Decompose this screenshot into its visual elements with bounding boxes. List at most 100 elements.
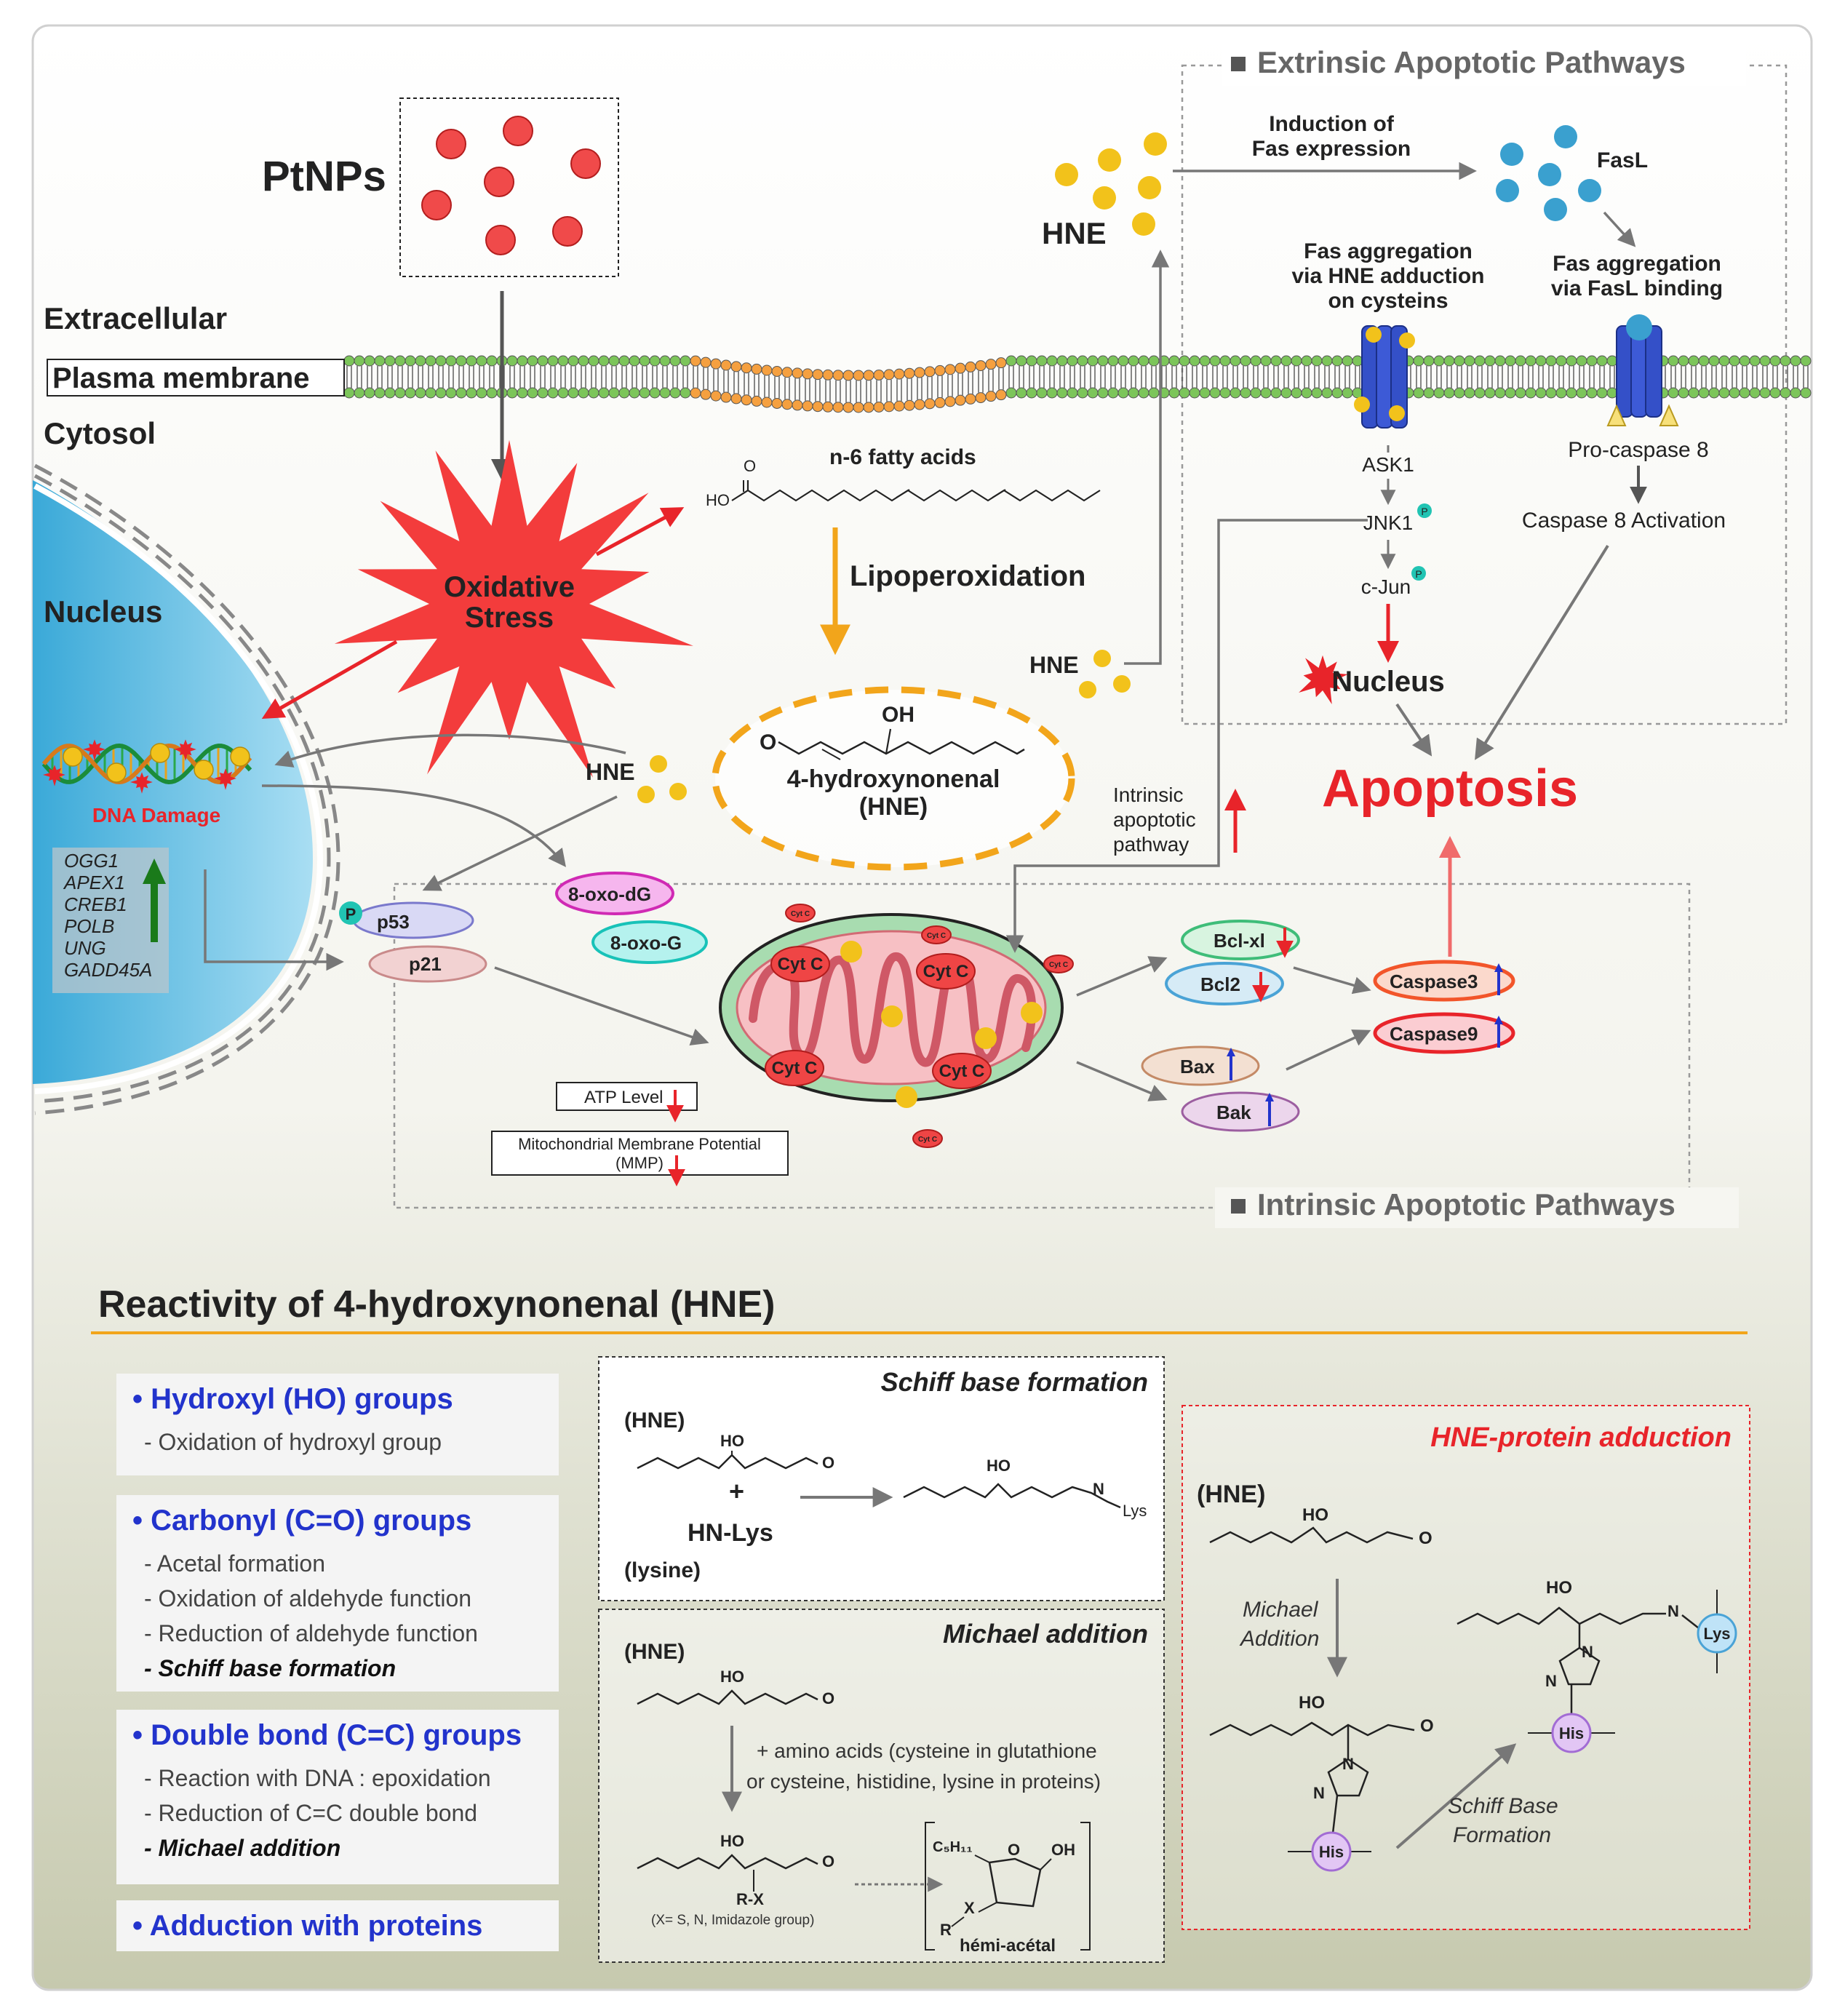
lipid-head (761, 364, 773, 376)
lipid-head (517, 387, 528, 399)
hne-name-line2: (HNE) (859, 793, 928, 821)
lipid-head (1117, 387, 1129, 399)
reactivity-group-item: - Acetal formation (144, 1550, 325, 1577)
lipid-head (1545, 387, 1557, 399)
lipid-head (802, 400, 813, 412)
michael-hne-structure (637, 1689, 818, 1705)
adduction-hne: (HNE) (1197, 1481, 1265, 1508)
lipid-head (354, 387, 365, 399)
lipid-head (1230, 387, 1241, 399)
gene-label: UNG (64, 937, 106, 959)
lipid-head (1280, 355, 1292, 367)
induction-line2: Fas expression (1252, 137, 1411, 161)
schiff-o: O (822, 1454, 834, 1472)
lipid-head (1026, 355, 1037, 367)
lipid-head (618, 355, 630, 367)
adduction-product-structure (1209, 1721, 1415, 1737)
lipid-head (944, 396, 956, 407)
nucleus-label: Nucleus (44, 594, 162, 629)
lipid-head (853, 370, 864, 381)
fas-fasl-line2: via FasL binding (1551, 276, 1723, 300)
schiff-ho: HO (720, 1432, 744, 1450)
lipid-head (1311, 355, 1323, 367)
lipid-head (1423, 355, 1435, 367)
lipid-head (1260, 355, 1272, 367)
cyt-c-ellipse (770, 946, 830, 982)
caspase9-ellipse (1373, 1012, 1515, 1054)
lipid-head (792, 367, 803, 379)
cyt-c-label: Cyt C (939, 1061, 985, 1081)
lipid-head (720, 359, 732, 371)
lipid-head (1739, 355, 1750, 367)
cyt-c-ellipse (912, 1129, 943, 1148)
mito-to-bcl-arrow (1076, 956, 1168, 997)
lipid-head (1423, 387, 1435, 399)
lipid-head (425, 387, 437, 399)
lipid-head (1077, 355, 1088, 367)
hne-label-top: HNE (1042, 216, 1107, 250)
lipid-head (985, 359, 997, 370)
mito-hne (881, 1005, 903, 1027)
cjun-p-badge (1411, 566, 1426, 581)
lipid-head (1667, 355, 1679, 367)
lipid-head (822, 369, 834, 381)
cyt-c-ellipse (1043, 955, 1074, 973)
lipid-head (1128, 355, 1139, 367)
reactivity-group-box (116, 1495, 559, 1692)
lipid-head (690, 355, 701, 367)
lipid-head (598, 355, 610, 367)
lipid-head (669, 355, 681, 367)
lipid-head (1005, 355, 1017, 367)
lipid-head (1219, 355, 1231, 367)
lipid-head (1566, 355, 1577, 367)
mito-to-bax-arrow (1076, 1061, 1168, 1101)
caspase9-up-arrowhead (1494, 1016, 1503, 1024)
pro-caspase8-label: Pro-caspase 8 (1568, 438, 1708, 462)
lipid-head (1179, 355, 1190, 367)
lipid-head (955, 394, 966, 406)
lipid-head (598, 387, 610, 399)
lipid-head (832, 370, 844, 381)
lipid-head (1148, 387, 1160, 399)
lipid-head (1698, 387, 1710, 399)
hne-label-left: HNE (586, 759, 635, 785)
lipid-head (965, 361, 976, 372)
hne-adduct (1399, 332, 1415, 348)
lipid-head (1199, 355, 1211, 367)
imidazole-ring (1327, 1758, 1369, 1797)
hne-adduct (1354, 397, 1370, 413)
michael-o: O (822, 1689, 834, 1708)
lipid-head (364, 387, 375, 399)
reactivity-group-title: • Double bond (C=C) groups (132, 1719, 522, 1751)
hne-particle (1144, 132, 1167, 156)
hemi-ring-oh-bond (1040, 1858, 1052, 1870)
schiff-hne: (HNE) (624, 1409, 685, 1433)
hemi-ring (988, 1857, 1042, 1908)
plasma-membrane-label: Plasma membrane (52, 362, 310, 394)
lipid-head (343, 387, 355, 399)
lipid-head (1230, 355, 1241, 367)
lipid-head (1168, 387, 1180, 399)
mmp-label-line2: (MMP) (615, 1154, 664, 1172)
lipid-head (415, 355, 426, 367)
lipid-head (863, 402, 874, 413)
fatty-acids-ho: HO (706, 491, 730, 509)
lipid-head (527, 387, 538, 399)
lipid-head (761, 397, 773, 408)
lipid-head (995, 389, 1007, 401)
lipid-head (700, 356, 712, 368)
lipid-head (588, 387, 599, 399)
lipid-head (1718, 355, 1730, 367)
mito-hne (840, 941, 862, 963)
hne-double-bond (821, 749, 841, 760)
hne-adduct (1389, 405, 1405, 421)
final-his-circle (1551, 1713, 1592, 1753)
lipid-head (1352, 355, 1363, 367)
lipid-head (506, 355, 518, 367)
ptnp-particle (485, 225, 516, 255)
lipid-head (384, 387, 396, 399)
lipid-head (659, 387, 671, 399)
lipid-head (1321, 387, 1333, 399)
lipid-head (537, 387, 549, 399)
